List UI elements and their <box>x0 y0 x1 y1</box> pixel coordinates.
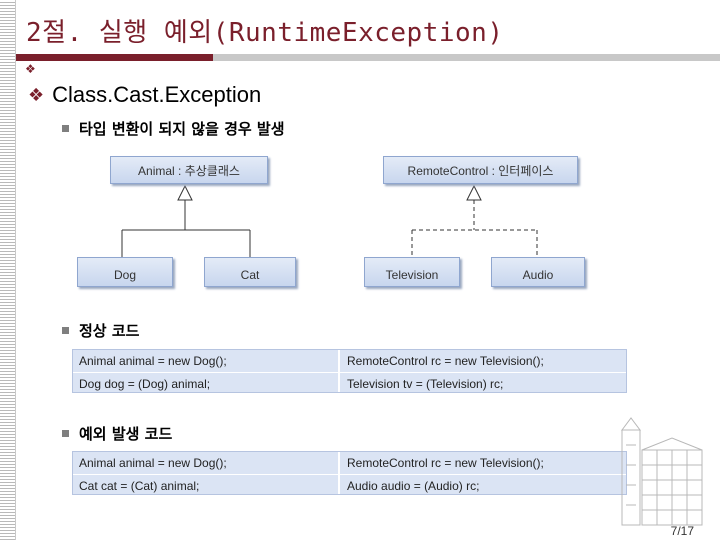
code-cell: Cat cat = (Cat) animal; <box>79 479 200 493</box>
sub-bullet-cause: 타입 변환이 되지 않을 경우 발생 <box>62 118 285 139</box>
code-cell: Audio audio = (Audio) rc; <box>347 479 480 493</box>
sub-bullet-text: 타입 변환이 되지 않을 경우 발생 <box>79 120 285 138</box>
page-title: 2절. 실행 예외(RuntimeException) <box>26 18 504 48</box>
code-cell: RemoteControl rc = new Television(); <box>347 354 544 368</box>
title-underline-bar <box>16 54 720 61</box>
code-cell: Animal animal = new Dog(); <box>79 354 227 368</box>
class-box-dog: Dog <box>77 257 173 287</box>
code-row: Animal animal = new Dog(); RemoteControl… <box>73 350 626 372</box>
building-watermark-icon <box>621 417 703 526</box>
inheritance-arrow-solid <box>121 184 251 257</box>
main-bullet: ❖ Class.Cast.Exception <box>28 82 261 108</box>
code-row: Animal animal = new Dog(); RemoteControl… <box>73 452 626 474</box>
class-box-cat: Cat <box>204 257 296 287</box>
code-cell: Dog dog = (Dog) animal; <box>79 377 211 391</box>
sub-bullet-text: 예외 발생 코드 <box>79 425 173 443</box>
code-row: Cat cat = (Cat) animal; Audio audio = (A… <box>73 474 626 496</box>
code-column-divider <box>338 452 340 494</box>
main-bullet-text: Class.Cast.Exception <box>52 82 262 107</box>
code-column-divider <box>338 350 340 392</box>
sub-bullet-text: 정상 코드 <box>79 322 140 340</box>
class-box-audio: Audio <box>491 257 585 287</box>
page-number: 7/17 <box>670 524 694 538</box>
class-box-television: Television <box>364 257 460 287</box>
normal-code-table: Animal animal = new Dog(); RemoteControl… <box>72 349 627 393</box>
square-bullet-icon <box>62 125 69 132</box>
diamond-bullet-icon: ❖ <box>28 84 45 106</box>
diamond-bullet-icon: ❖ <box>25 62 36 76</box>
square-bullet-icon <box>62 430 69 437</box>
class-box-animal: Animal : 추상클래스 <box>110 156 268 184</box>
error-code-table: Animal animal = new Dog(); RemoteControl… <box>72 451 627 495</box>
class-box-remote-control: RemoteControl : 인터페이스 <box>383 156 578 184</box>
code-cell: RemoteControl rc = new Television(); <box>347 456 544 470</box>
square-bullet-icon <box>62 327 69 334</box>
left-decorative-strip <box>0 0 16 540</box>
code-cell: Television tv = (Television) rc; <box>347 377 504 391</box>
sub-bullet-normal: 정상 코드 <box>62 320 139 341</box>
code-cell: Animal animal = new Dog(); <box>79 456 227 470</box>
realization-arrow-dashed <box>411 184 538 257</box>
sub-bullet-error: 예외 발생 코드 <box>62 423 172 444</box>
code-row: Dog dog = (Dog) animal; Television tv = … <box>73 372 626 394</box>
